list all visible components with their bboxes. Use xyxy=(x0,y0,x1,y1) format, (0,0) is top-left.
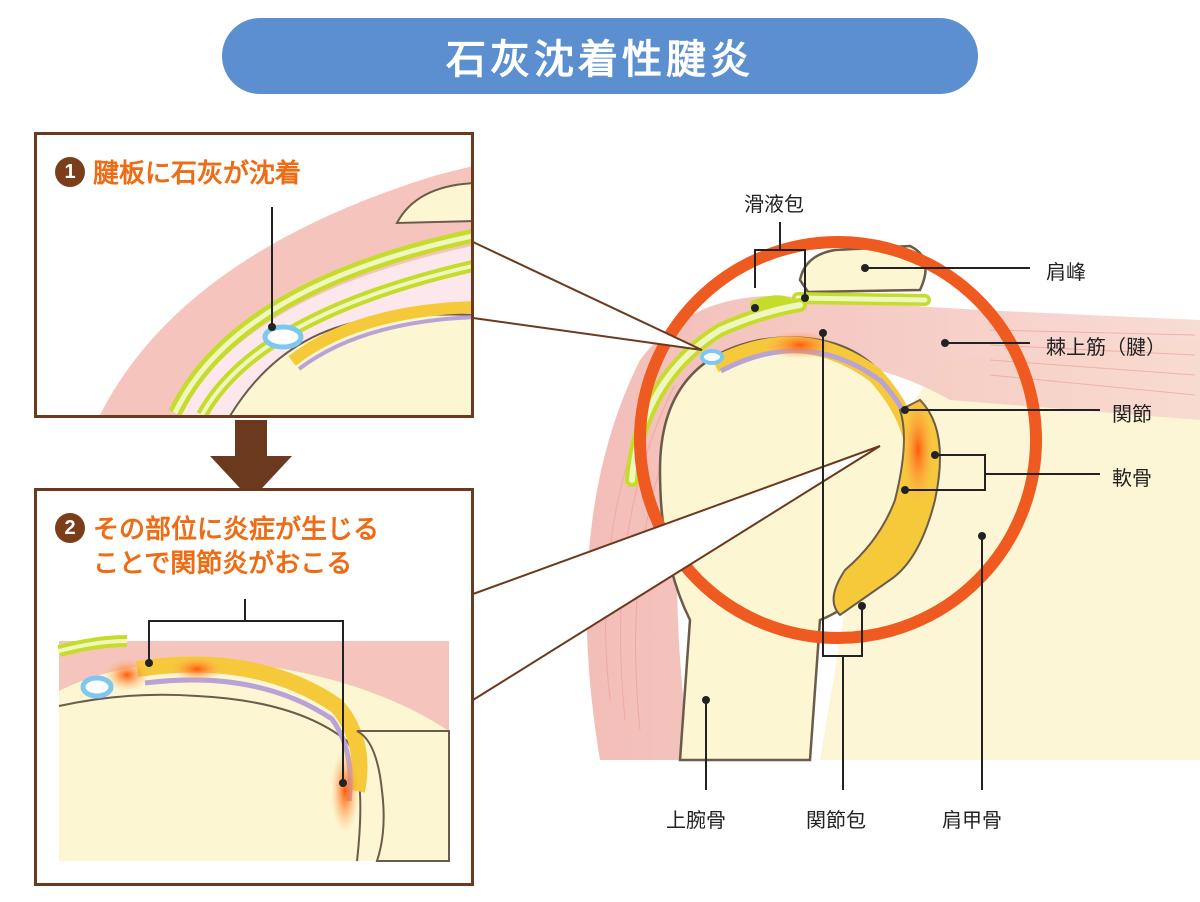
highlight-ring xyxy=(634,236,1042,644)
label-scapula: 肩甲骨 xyxy=(942,808,1002,832)
step-1-number: 1 xyxy=(55,157,85,187)
leader-lines xyxy=(705,222,1100,790)
zoom-wedge-2 xyxy=(472,445,881,701)
page-title: 石灰沈着性腱炎 xyxy=(446,37,754,83)
joint-inflammation xyxy=(902,395,934,505)
title-banner: 石灰沈着性腱炎 xyxy=(222,18,978,94)
label-acromion: 肩峰 xyxy=(1046,260,1086,284)
zoom-wedge-1 xyxy=(472,241,703,351)
step-2-number: 2 xyxy=(55,513,85,543)
label-cartilage: 軟骨 xyxy=(1112,466,1152,490)
leader-dots xyxy=(702,264,986,704)
deltoid-muscle xyxy=(586,296,1200,760)
step-2-heading: 2 その部位に炎症が生じる ことで関節炎がおこる xyxy=(55,513,379,581)
label-joint: 関節 xyxy=(1112,402,1152,426)
label-bursa: 滑液包 xyxy=(744,192,804,216)
label-humerus: 上腕骨 xyxy=(666,808,726,832)
step-2-text: その部位に炎症が生じる ことで関節炎がおこる xyxy=(93,515,380,579)
calcification-zoom xyxy=(262,324,304,350)
step-1-text: 腱板に石灰が沈着 xyxy=(93,159,302,189)
label-supraspinatus: 棘上筋（腱） xyxy=(1046,335,1166,359)
arrow-down-icon xyxy=(210,420,292,500)
step-1-heading: 1 腱板に石灰が沈着 xyxy=(55,157,301,191)
calcification xyxy=(700,349,724,365)
step-2-illustration xyxy=(57,599,450,862)
step-1-illustration xyxy=(100,166,471,415)
step-1-panel: 1 腱板に石灰が沈着 xyxy=(34,132,474,418)
label-joint-capsule: 関節包 xyxy=(806,808,866,832)
step-2-panel: 2 その部位に炎症が生じる ことで関節炎がおこる xyxy=(34,488,474,886)
calcification-zoom-2 xyxy=(80,675,114,699)
